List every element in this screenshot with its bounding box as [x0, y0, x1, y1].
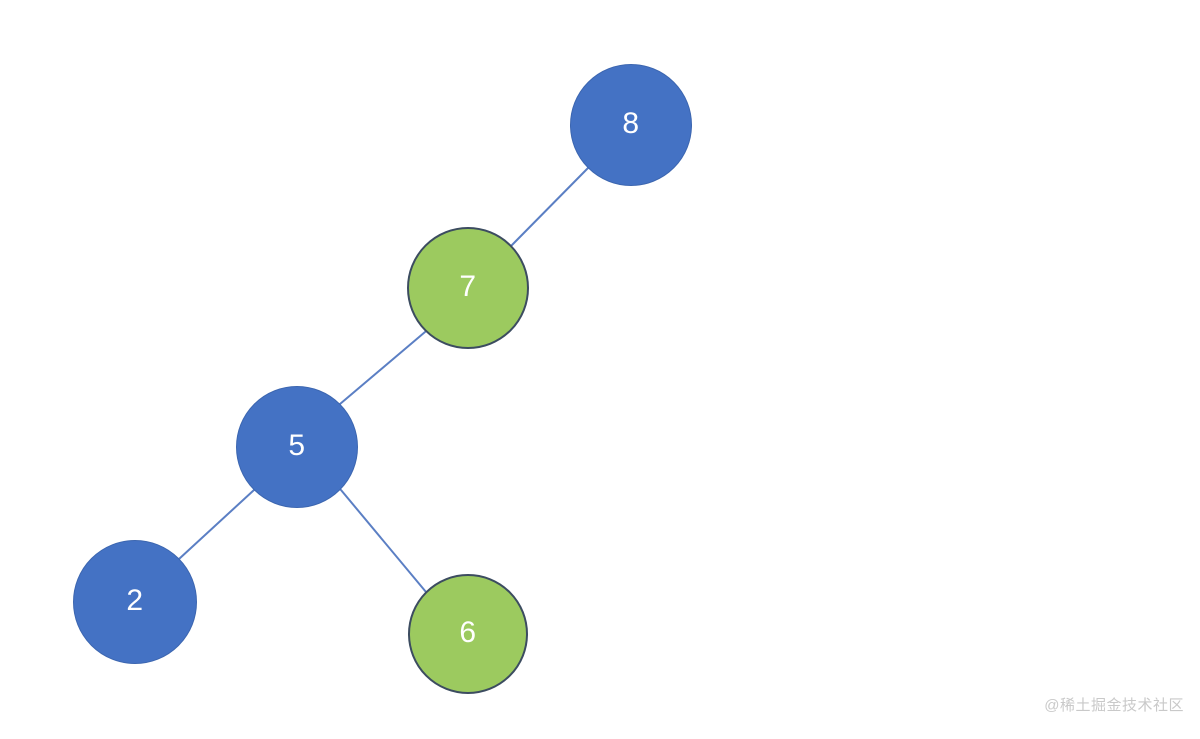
tree-edge-n7-n5	[339, 331, 426, 405]
tree-edge-n8-n7	[511, 167, 589, 246]
tree-node-label: 2	[126, 584, 144, 617]
tree-node-2[interactable]: 2	[73, 540, 197, 664]
tree-node-7[interactable]: 7	[407, 227, 529, 349]
tree-node-label: 8	[622, 107, 640, 140]
watermark-label: @稀土掘金技术社区	[1044, 697, 1184, 714]
tree-edge-n5-n6	[340, 489, 427, 593]
tree-node-5[interactable]: 5	[236, 386, 358, 508]
tree-node-6[interactable]: 6	[408, 574, 528, 694]
tree-edge-n5-n2	[178, 489, 255, 560]
tree-node-label: 6	[459, 616, 477, 649]
tree-node-label: 7	[459, 270, 477, 303]
tree-node-8[interactable]: 8	[570, 64, 692, 186]
tree-node-label: 5	[288, 429, 306, 462]
